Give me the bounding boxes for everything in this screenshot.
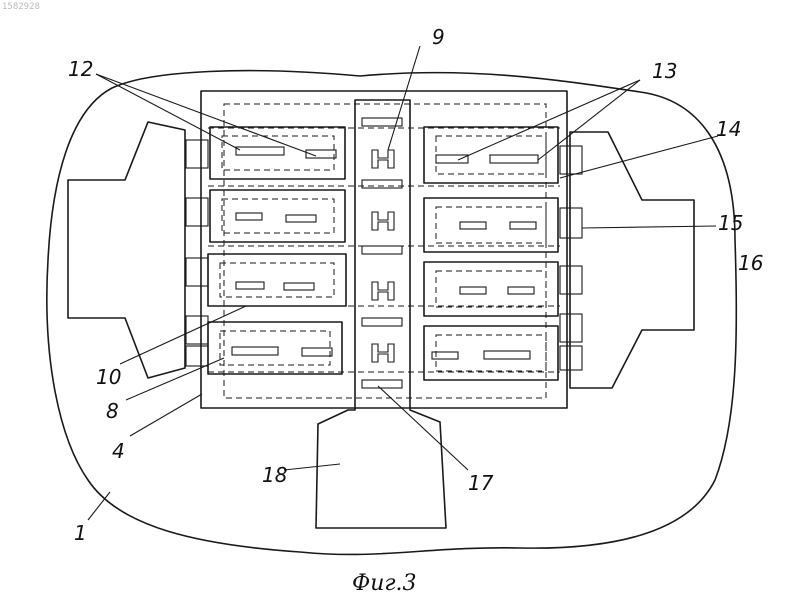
label-8: 8 <box>106 399 119 423</box>
main-housing <box>201 91 567 408</box>
label-15: 15 <box>718 211 743 235</box>
label-10: 10 <box>96 365 121 389</box>
reference-id: 1582928 <box>2 2 40 12</box>
left-side-block <box>68 122 185 378</box>
figure-caption: Фиг.3 <box>352 571 417 596</box>
right-connector-pads <box>560 146 582 370</box>
right-chip-column <box>424 127 558 380</box>
central-lead-frame <box>316 100 446 528</box>
leader-lines <box>88 46 718 520</box>
outer-body-outline <box>47 71 737 555</box>
central-connector-elements <box>362 118 402 388</box>
label-12: 12 <box>68 57 93 81</box>
label-17: 17 <box>468 471 494 495</box>
label-14: 14 <box>716 117 741 141</box>
label-9: 9 <box>432 25 445 49</box>
label-13: 13 <box>652 59 677 83</box>
label-16: 16 <box>738 251 763 275</box>
label-1: 1 <box>74 521 87 545</box>
left-chip-column <box>208 127 346 374</box>
label-18: 18 <box>262 463 287 487</box>
label-4: 4 <box>112 439 125 463</box>
